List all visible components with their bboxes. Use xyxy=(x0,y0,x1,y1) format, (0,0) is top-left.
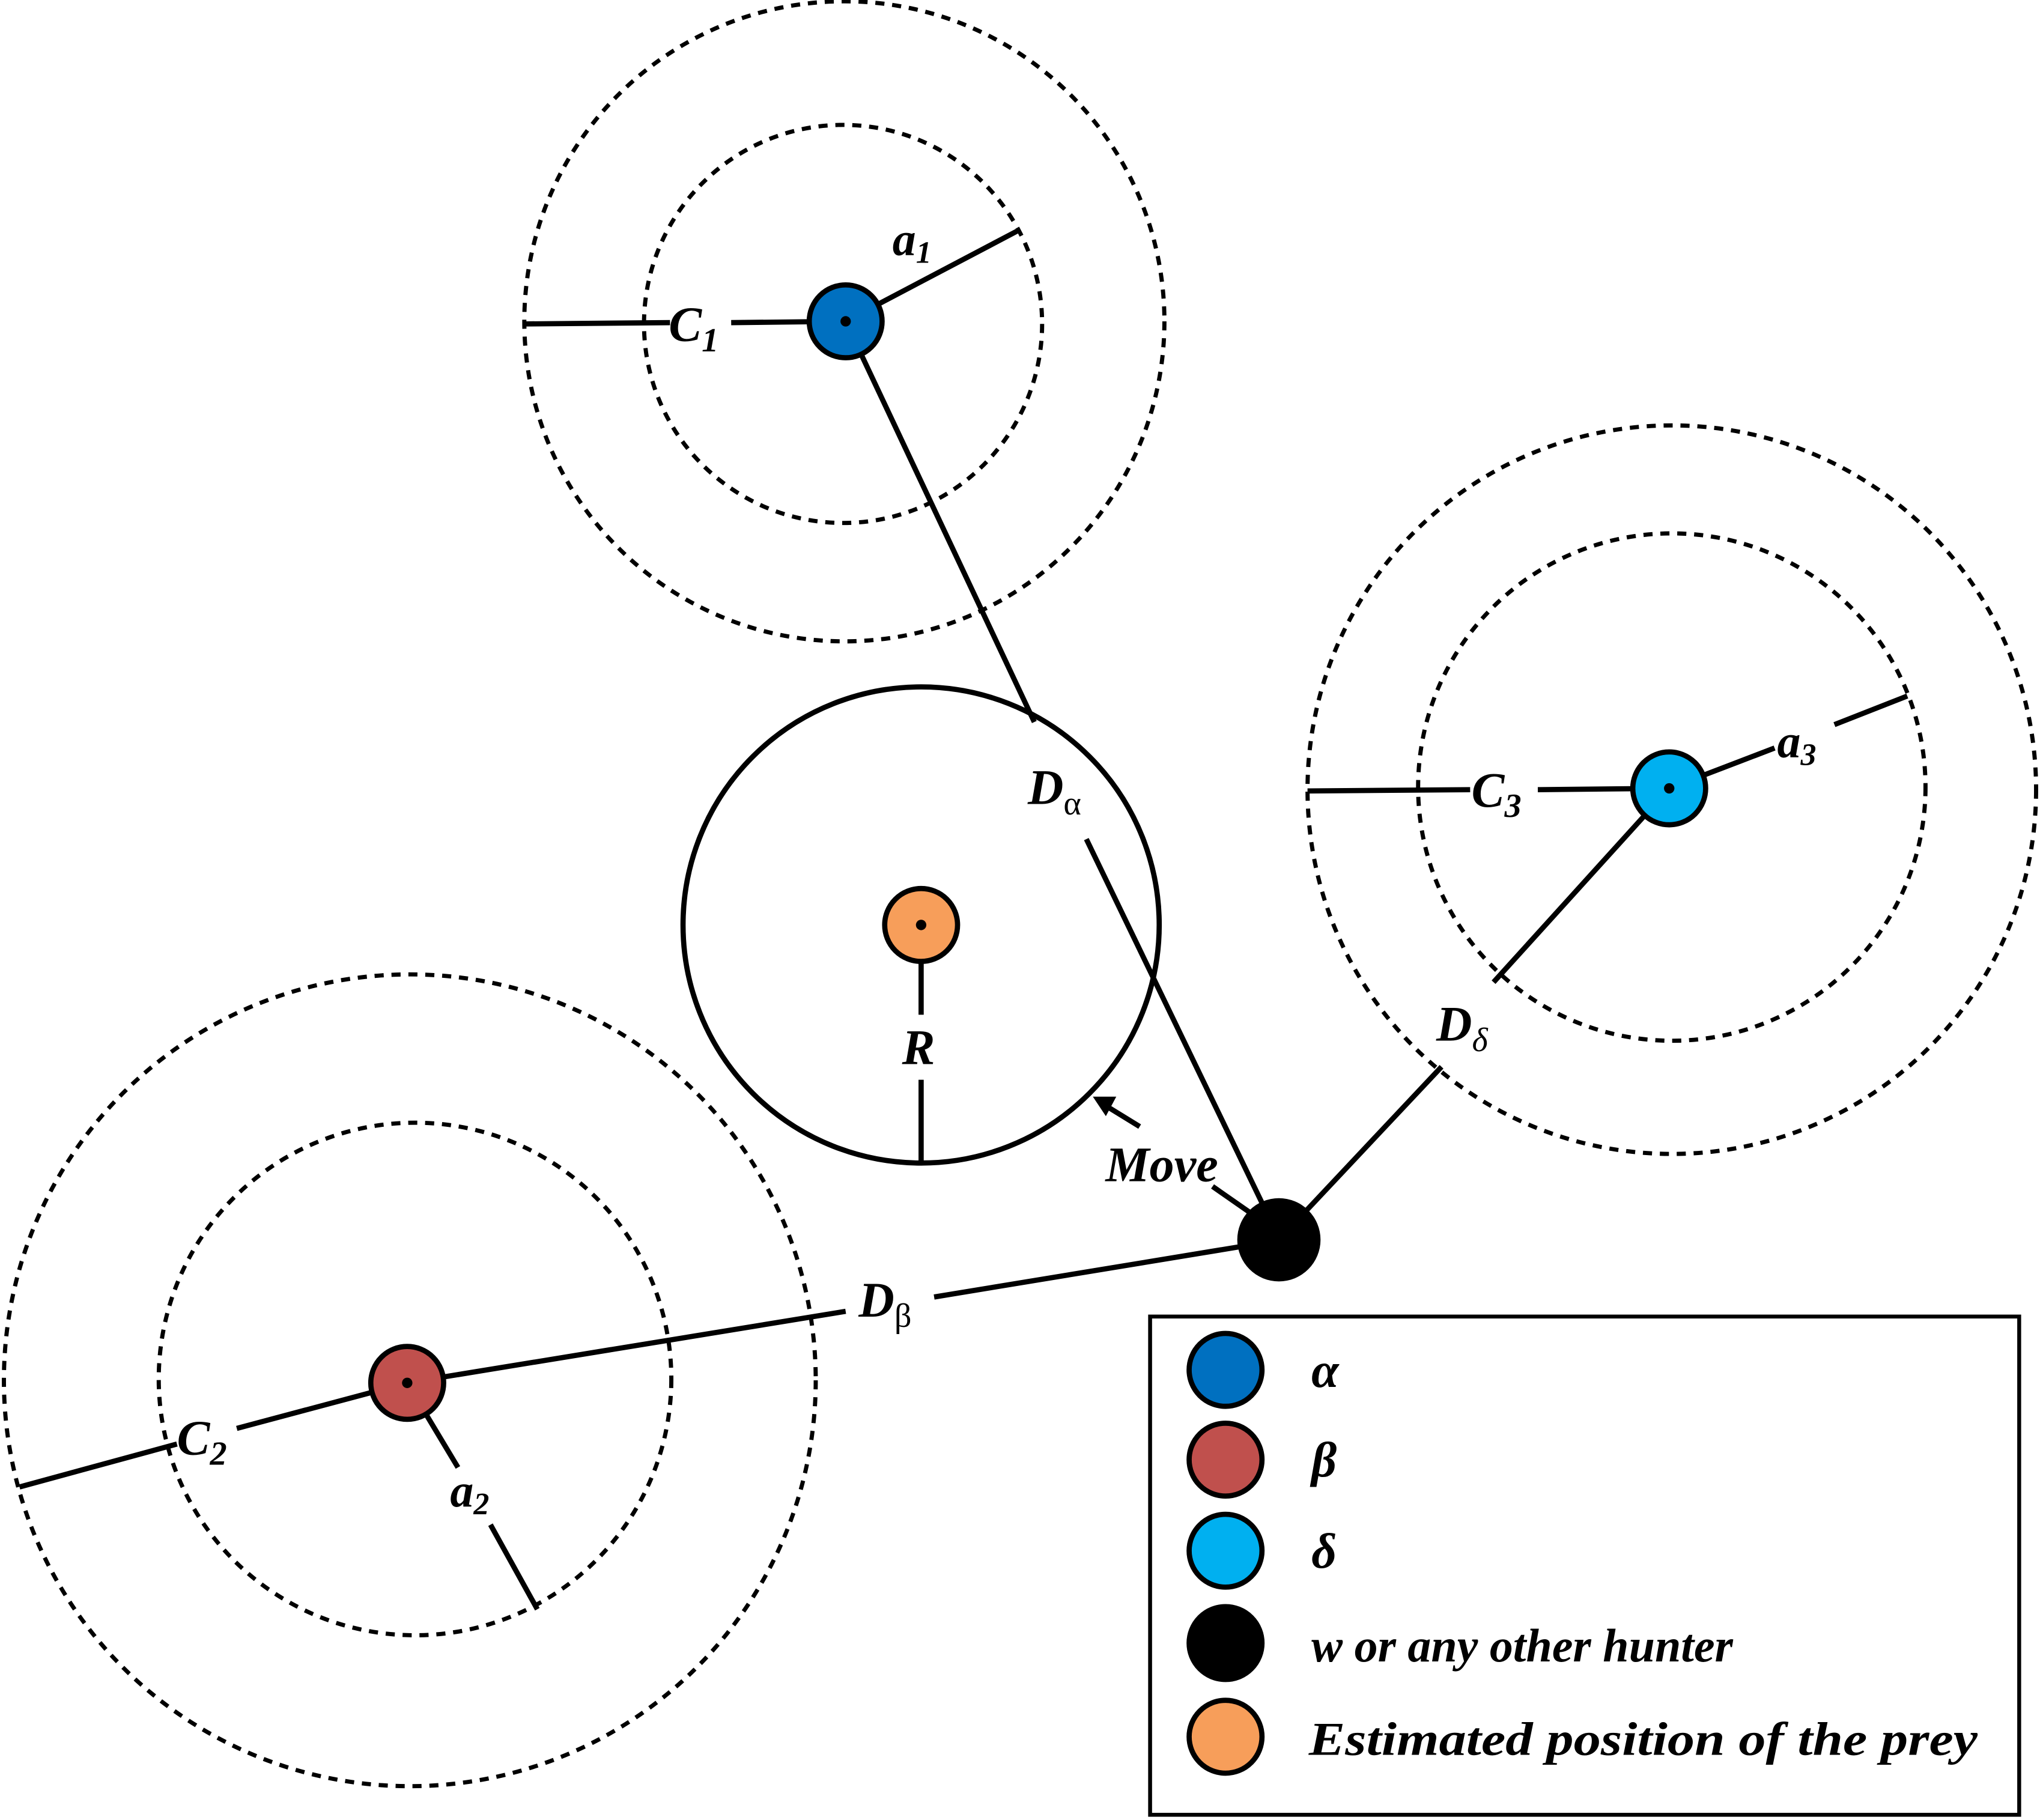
a2-line xyxy=(488,1523,540,1611)
d-beta-line xyxy=(407,1308,846,1386)
prey-center-dot xyxy=(915,920,927,930)
delta-outer-ring xyxy=(1305,423,2038,1156)
alpha-group: a1 C1 Dα xyxy=(522,0,1271,1218)
delta-group: C3 a3 Dδ xyxy=(1296,423,2038,1221)
a2-label: a2 xyxy=(450,1465,489,1521)
c3-label: C3 xyxy=(1472,763,1522,825)
legend-swatch xyxy=(1186,1330,1265,1409)
legend-box xyxy=(1148,1314,2021,1817)
beta-center-dot xyxy=(402,1377,413,1388)
delta-center-dot xyxy=(1664,783,1675,794)
legend-swatch xyxy=(1186,1697,1265,1776)
beta-group: C2 a2 Dβ xyxy=(2,972,1243,1789)
legend-label: β xyxy=(1310,1433,1337,1487)
a3-label: a3 xyxy=(1777,716,1817,772)
prey-estimate-circle xyxy=(680,684,1162,1166)
c2-line xyxy=(19,1441,178,1490)
alpha-center-dot xyxy=(840,316,851,327)
alpha-inner-ring xyxy=(642,123,1045,526)
d-beta-label: Dβ xyxy=(858,1273,911,1335)
hunter-wolf xyxy=(1237,1198,1321,1282)
delta-inner-ring xyxy=(1416,531,1928,1043)
c2-label: C2 xyxy=(177,1410,227,1472)
d-beta-line xyxy=(933,1243,1243,1300)
legend-item-beta: β xyxy=(1186,1421,1337,1499)
legend-item-hunter: w or any other hunter xyxy=(1186,1604,1734,1682)
d-delta-label: Dδ xyxy=(1436,997,1488,1059)
beta-inner-ring xyxy=(156,1120,674,1637)
c1-label: C1 xyxy=(669,297,718,359)
legend: α β δ w or any other hunter Estimated po… xyxy=(1148,1314,2021,1817)
legend-item-prey: Estimated position of the prey xyxy=(1186,1697,1978,1776)
move-line xyxy=(1211,1184,1257,1219)
beta-outer-ring xyxy=(2,972,818,1789)
legend-swatch xyxy=(1186,1604,1265,1682)
d-alpha-line xyxy=(843,320,1037,723)
legend-label: α xyxy=(1311,1343,1340,1398)
move-label: Move xyxy=(1104,1138,1218,1192)
move-arrow-head-icon xyxy=(1093,1096,1117,1117)
a1-label: a1 xyxy=(893,214,932,270)
c1-line xyxy=(524,320,670,327)
c3-line xyxy=(1307,787,1471,794)
d-delta-line xyxy=(1296,1065,1443,1221)
r-label: R xyxy=(902,1021,935,1075)
legend-swatch xyxy=(1186,1511,1265,1590)
prey-group: R Move xyxy=(680,684,1257,1219)
legend-swatch xyxy=(1186,1421,1265,1499)
d-alpha-label: Dα xyxy=(1027,760,1081,822)
move-arrow xyxy=(1104,1103,1141,1129)
legend-label: δ xyxy=(1311,1524,1337,1579)
d-delta-line xyxy=(1492,786,1671,984)
legend-item-delta: δ xyxy=(1186,1511,1337,1590)
a3-line xyxy=(1833,693,1908,727)
legend-item-alpha: α xyxy=(1186,1330,1340,1409)
legend-label: Estimated position of the prey xyxy=(1308,1714,1978,1765)
d-alpha-line xyxy=(1084,838,1271,1218)
legend-label: w or any other hunter xyxy=(1311,1620,1733,1672)
